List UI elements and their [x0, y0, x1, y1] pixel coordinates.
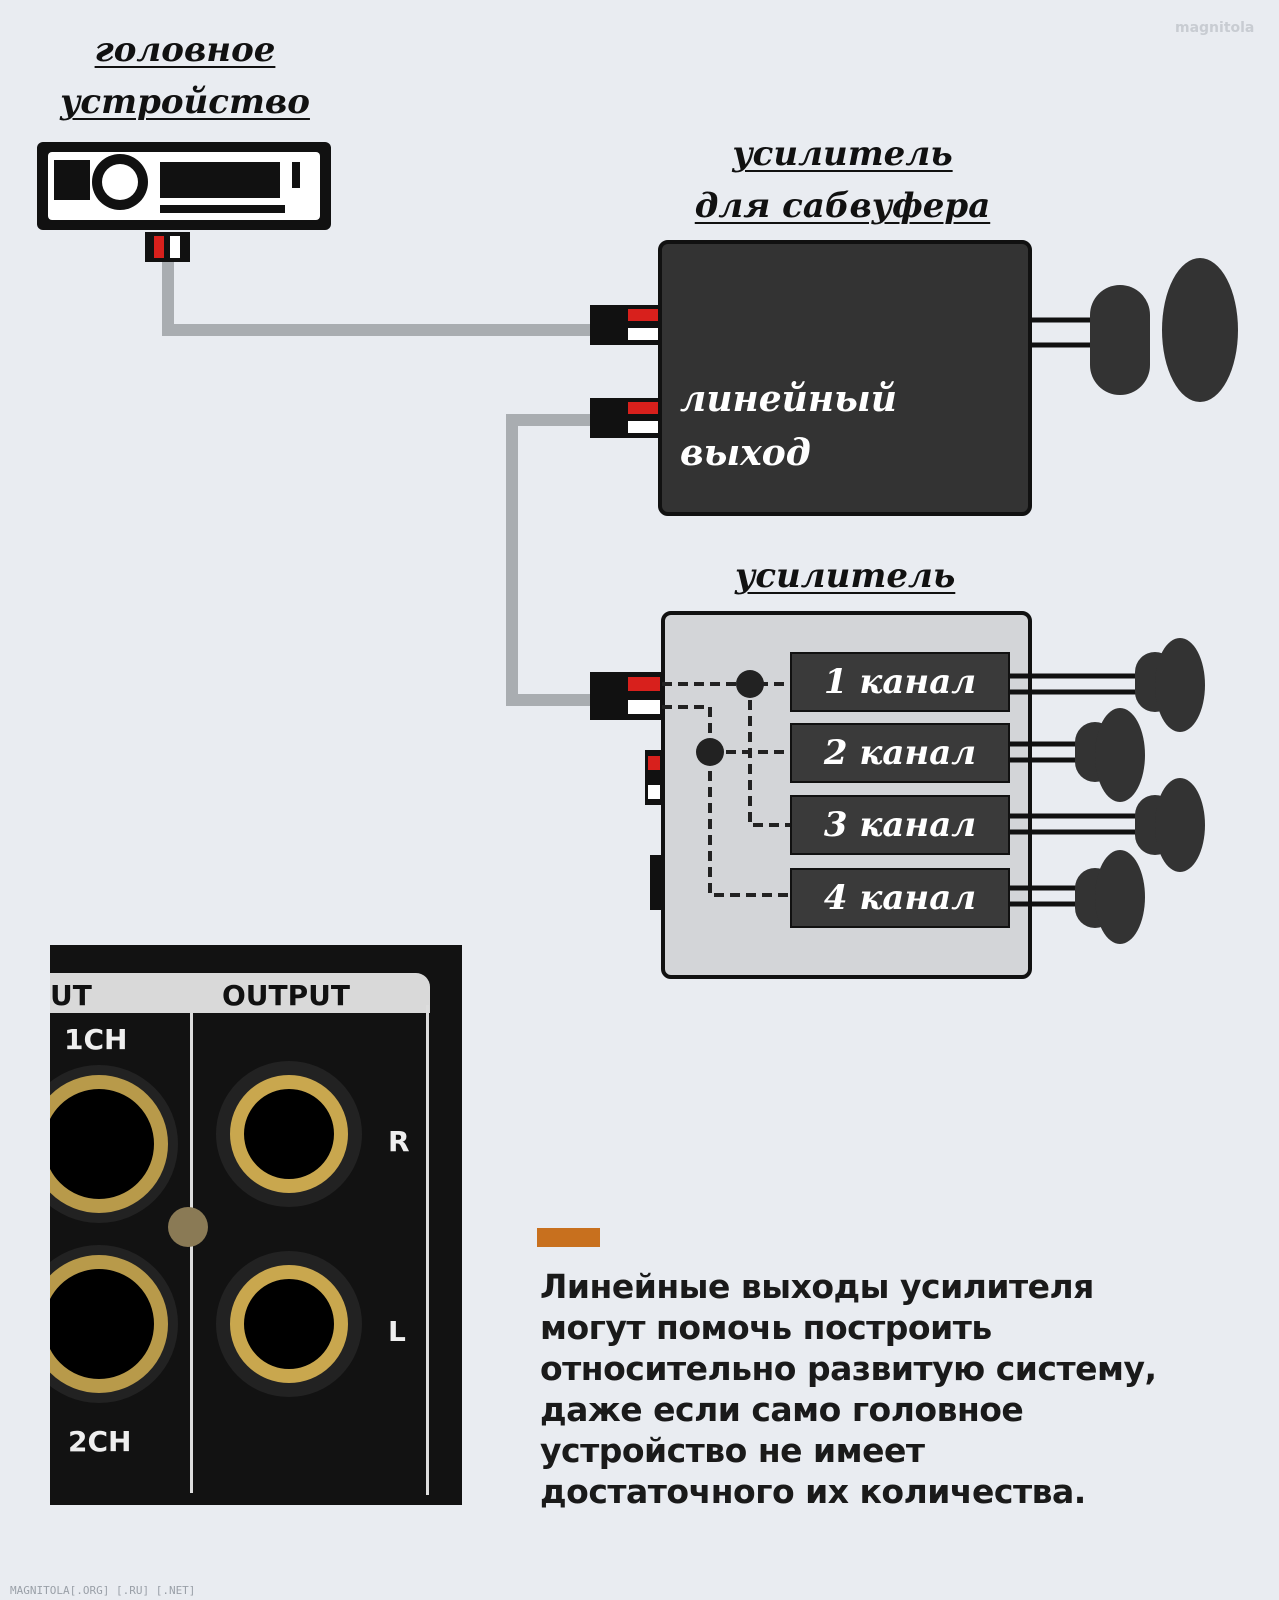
rca-connectors-sub-in: [590, 305, 660, 345]
head-unit-icon: [37, 142, 331, 262]
speaker-icon-ch1: [1135, 638, 1205, 732]
left-label: L: [388, 1315, 406, 1348]
sub-amp-label-line1: усилитель: [732, 134, 953, 174]
rca-connectors-line-out: [590, 398, 660, 438]
line-out-label-line1: линейный: [680, 378, 897, 420]
speaker-icon-ch4: [1075, 850, 1145, 944]
channel-3: 3 канал: [790, 795, 1010, 855]
rca-connectors-amp-in: [590, 672, 665, 910]
ch2-label: 2CH: [68, 1425, 132, 1458]
head-unit-label-line2: устройство: [60, 82, 310, 122]
channel-1: 1 канал: [790, 652, 1010, 712]
caption: Линейные выходы усилителя могут помочь п…: [540, 1267, 1157, 1511]
speaker-icon-ch3: [1135, 778, 1205, 872]
subwoofer-speaker-icon: [1090, 258, 1238, 402]
screw: [168, 1207, 208, 1247]
head-unit-label-line1: головное: [94, 30, 276, 70]
right-label: R: [388, 1125, 410, 1158]
input-label: UT: [50, 979, 92, 1012]
rca-jack-4: [230, 1265, 348, 1383]
sub-amp-label: усилитель для сабвуфера: [690, 128, 995, 232]
amplifier-rca-photo: UT OUTPUT 1CH 2CH R L: [50, 945, 462, 1505]
cable-head-to-sub-amp: [162, 262, 600, 336]
rca-jack-3: [50, 1255, 168, 1393]
rca-jack-1: [50, 1075, 168, 1213]
wiring-diagram: [37, 142, 1238, 979]
ch1-label: 1CH: [64, 1023, 128, 1056]
channel-4: 4 канал: [790, 868, 1010, 928]
watermark: MAGNITOLA[.ORG] [.RU] [.NET]: [10, 1584, 196, 1597]
line-out-label-line2: выход: [680, 432, 811, 474]
channel-2: 2 канал: [790, 723, 1010, 783]
accent-bar: [537, 1228, 600, 1247]
internal-signal-lines: [662, 682, 790, 897]
line-out-label: линейный выход: [680, 372, 897, 480]
speaker-icon-ch2: [1075, 708, 1145, 802]
site-logo: magnitola: [1175, 20, 1255, 36]
sub-amp-box: [658, 240, 1032, 516]
rca-jack-2: [230, 1075, 348, 1193]
sub-amp-label-line2: для сабвуфера: [694, 186, 991, 226]
output-label: OUTPUT: [222, 979, 350, 1012]
cable-sub-amp-to-amp: [506, 414, 600, 706]
amp-label: усилитель: [735, 556, 956, 596]
head-unit-label: головное устройство: [55, 24, 315, 128]
